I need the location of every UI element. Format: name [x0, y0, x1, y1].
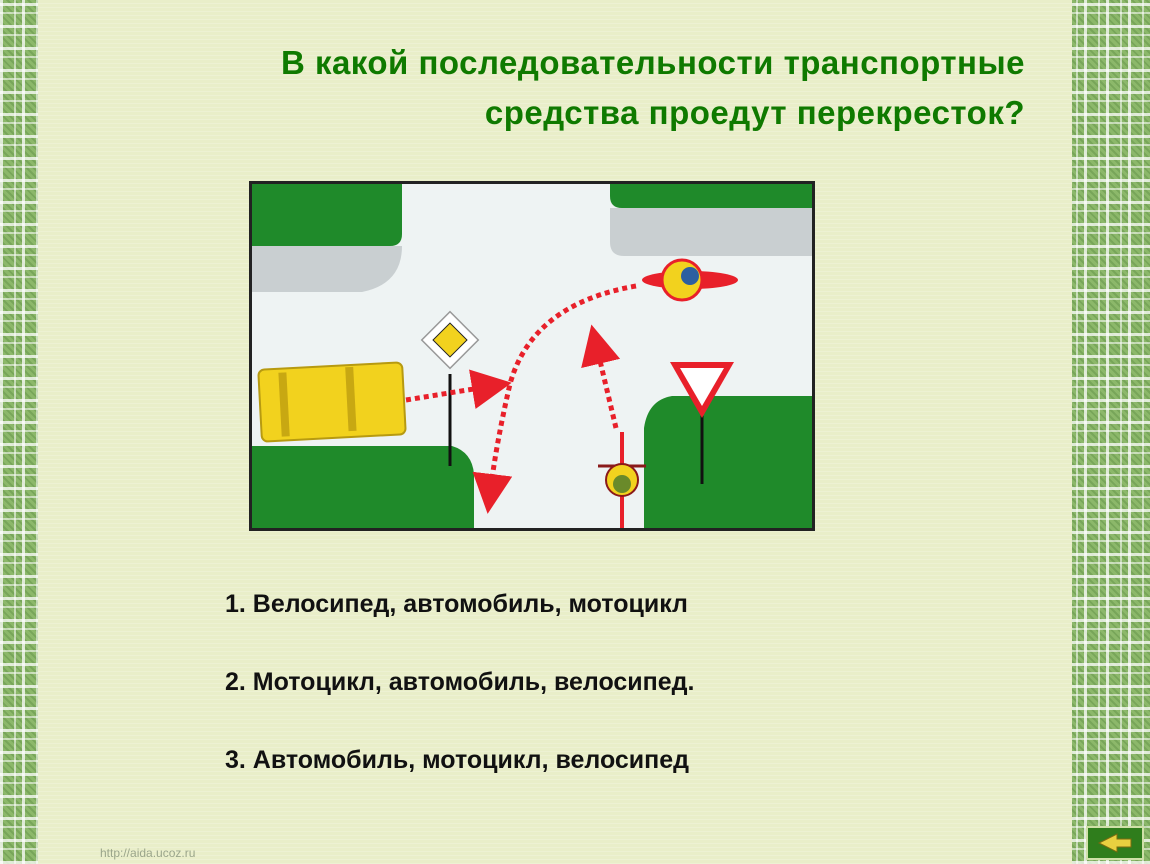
back-button[interactable]	[1086, 826, 1144, 860]
intersection-svg	[252, 184, 812, 528]
car	[257, 361, 407, 443]
bicycle	[598, 432, 646, 528]
answer-option-2[interactable]: 2. Мотоцикл, автомобиль, велосипед.	[225, 668, 695, 696]
intersection-diagram	[249, 181, 815, 531]
motorcycle	[642, 258, 738, 302]
main-road-sign	[420, 310, 480, 466]
footer-url: http://aida.ucoz.ru	[100, 846, 196, 860]
back-arrow-icon	[1097, 833, 1132, 853]
title-line-2: средства проедут перекресток?	[484, 94, 1025, 131]
grass-bottom-right	[644, 396, 812, 528]
answer-option-3[interactable]: 3. Автомобиль, мотоцикл, велосипед	[225, 746, 690, 774]
car-arrow	[405, 369, 512, 409]
grass-top-right	[610, 184, 812, 256]
give-way-sign	[670, 362, 734, 484]
motorcycle-arrow	[472, 283, 637, 514]
grass-top-left	[252, 184, 402, 292]
answer-list: 1. Велосипед, автомобиль, мотоцикл 2. Мо…	[225, 584, 925, 818]
answer-option-1[interactable]: 1. Велосипед, автомобиль, мотоцикл	[225, 590, 688, 618]
grass-bottom-left	[252, 446, 474, 528]
title-line-1: В какой последовательности транспортные	[280, 44, 1025, 81]
slide-title: В какой последовательности транспортные …	[60, 38, 1025, 138]
